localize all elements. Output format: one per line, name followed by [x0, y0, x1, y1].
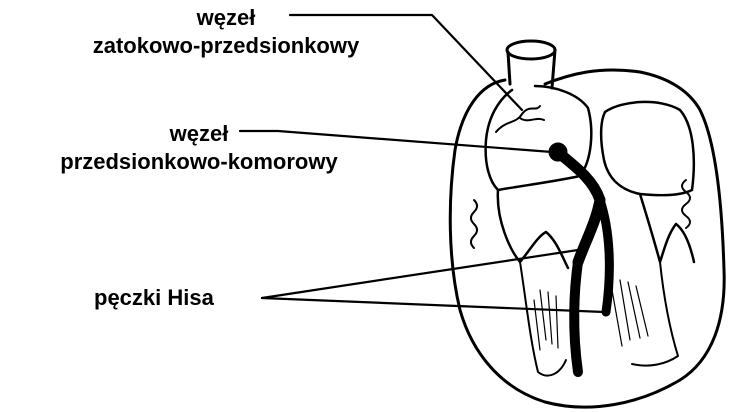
av-node-label: węzeł przedsionkowo-komorowy [14, 120, 384, 176]
inner-ventricle-right [632, 262, 678, 366]
his-bundle-left-branch [574, 262, 578, 372]
valve-wave-left [471, 200, 477, 248]
his-bundle-trunk [560, 154, 600, 262]
sa-node [496, 106, 544, 132]
his-bundle-right-branch [600, 200, 609, 312]
his-bundle-label: pęczki Hisa [94, 284, 214, 312]
vessel-opening [507, 41, 555, 59]
right-atrium [486, 86, 592, 190]
leader-his-left [262, 250, 578, 298]
tendon-lines-right [612, 280, 648, 346]
sa-node-label-line2: zatokowo-przedsionkowy [56, 32, 396, 60]
valve-wave-right [682, 180, 690, 228]
sa-node-label: węzeł zatokowo-przedsionkowy [56, 4, 396, 60]
sa-node-label-line1: węzeł [56, 4, 396, 32]
tendon-lines-left [534, 290, 558, 350]
av-node-label-line2: przedsionkowo-komorowy [14, 148, 384, 176]
left-atrium [601, 102, 694, 195]
leader-his-right [262, 298, 604, 312]
av-node-label-line1: węzeł [14, 120, 384, 148]
